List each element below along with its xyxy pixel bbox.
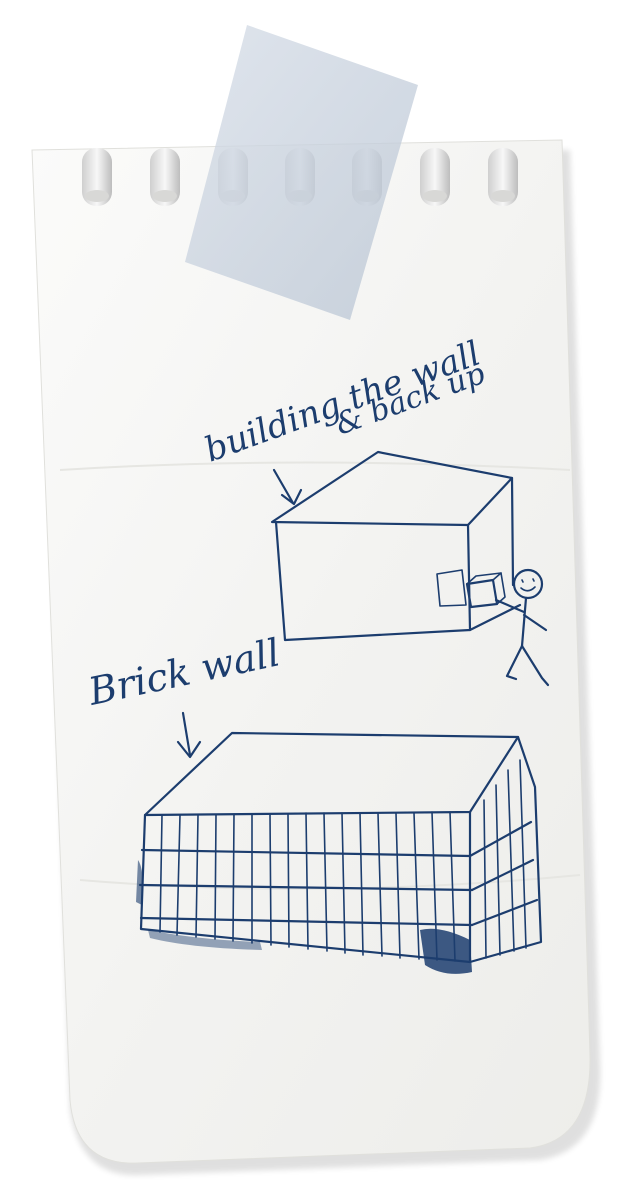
binding-ring [82,148,112,206]
binding-ring [150,148,180,206]
binding-ring [420,148,450,206]
binding-ring [488,148,518,206]
